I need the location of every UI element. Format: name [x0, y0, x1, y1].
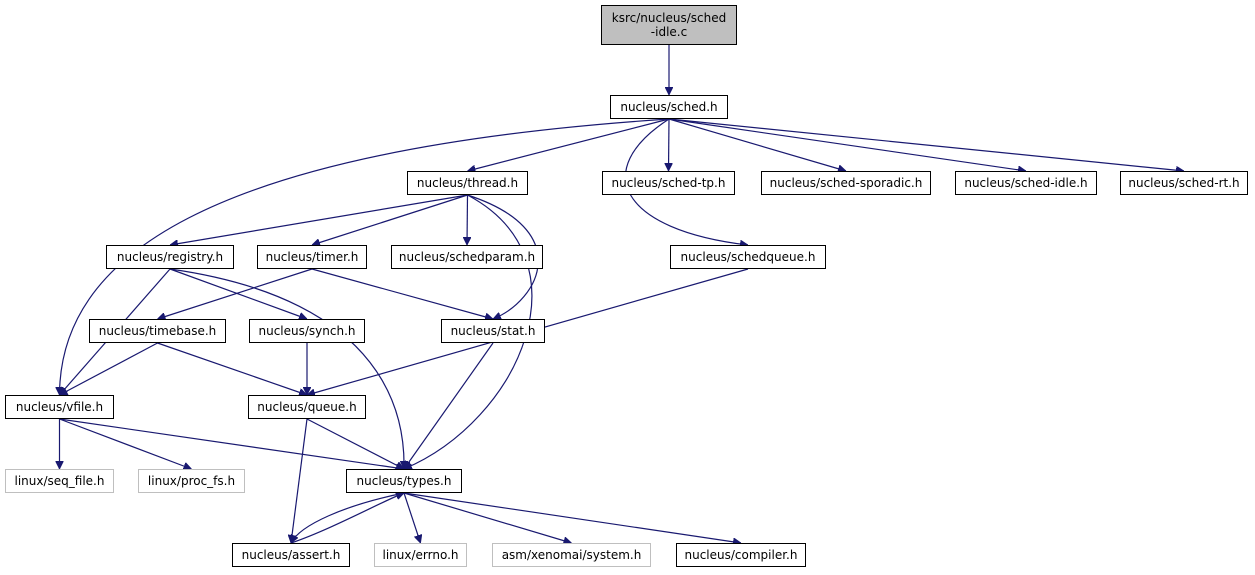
edge-registry_h-to-synch_h	[169, 268, 307, 319]
node-vfile-h[interactable]: nucleus/vfile.h	[5, 395, 114, 419]
root-label-line2: -idle.c	[650, 25, 688, 39]
node-registry-h[interactable]: nucleus/registry.h	[106, 245, 234, 269]
edge-stat_h-to-types_h	[404, 342, 494, 469]
node-sched-h[interactable]: nucleus/sched.h	[610, 95, 728, 119]
edge-queue_h-to-assert_h	[291, 418, 308, 543]
root-label-line1: ksrc/nucleus/sched	[611, 11, 727, 25]
edge-sched_h-to-sched_idle_h	[668, 118, 1026, 171]
node-linux-errno-h[interactable]: linux/errno.h	[374, 543, 467, 567]
edge-sched_h-to-vfile_h	[60, 118, 670, 395]
node-sched-idle-h[interactable]: nucleus/sched-idle.h	[955, 171, 1097, 195]
edge-vfile_h-to-types_h	[59, 418, 405, 469]
edge-sched_h-to-thread_h	[468, 118, 670, 171]
node-thread-h[interactable]: nucleus/thread.h	[407, 171, 528, 195]
node-queue-h[interactable]: nucleus/queue.h	[248, 395, 366, 419]
edge-queue_h-to-types_h	[306, 418, 404, 470]
edge-assert_h-to-types_h	[290, 493, 404, 544]
edge-types_h-to-assert_h	[290, 492, 405, 543]
edge-timer_h-to-timebase_h	[158, 268, 313, 319]
edge-thread_h-to-timer_h	[312, 194, 468, 245]
node-linux-seq-file-h[interactable]: linux/seq_file.h	[5, 469, 114, 493]
node-assert-h[interactable]: nucleus/assert.h	[232, 543, 350, 567]
node-sched-tp-h[interactable]: nucleus/sched-tp.h	[602, 171, 735, 195]
edge-types_h-to-errno_h	[403, 492, 421, 543]
edge-sched_h-to-sched_tp_h	[669, 118, 670, 171]
node-stat-h[interactable]: nucleus/stat.h	[441, 319, 545, 343]
edge-sched_h-to-schedqueue_h	[625, 118, 748, 245]
node-compiler-h[interactable]: nucleus/compiler.h	[676, 543, 806, 567]
node-asm-xenomai-system-h[interactable]: asm/xenomai/system.h	[492, 543, 651, 567]
node-timer-h[interactable]: nucleus/timer.h	[257, 245, 367, 269]
edge-thread_h-to-registry_h	[170, 194, 468, 245]
node-root-source-file[interactable]: ksrc/nucleus/sched -idle.c	[601, 5, 737, 45]
edge-timebase_h-to-vfile_h	[60, 342, 158, 396]
edge-registry_h-to-types_h	[169, 268, 404, 469]
edge-sched_h-to-sched_sporadic_h	[668, 118, 846, 171]
node-timebase-h[interactable]: nucleus/timebase.h	[89, 319, 226, 343]
node-synch-h[interactable]: nucleus/synch.h	[249, 319, 365, 343]
node-types-h[interactable]: nucleus/types.h	[346, 469, 462, 493]
node-schedparam-h[interactable]: nucleus/schedparam.h	[391, 245, 543, 269]
node-sched-sporadic-h[interactable]: nucleus/sched-sporadic.h	[761, 171, 931, 195]
edge-types_h-to-system_h	[403, 492, 572, 543]
node-schedqueue-h[interactable]: nucleus/schedqueue.h	[670, 245, 826, 269]
edge-types_h-to-compiler_h	[403, 492, 741, 543]
node-sched-rt-h[interactable]: nucleus/sched-rt.h	[1120, 171, 1248, 195]
edge-thread_h-to-schedparam_h	[467, 194, 468, 245]
edge-sched_h-to-sched_rt_h	[668, 118, 1184, 171]
edge-timebase_h-to-queue_h	[157, 342, 308, 395]
edge-timer_h-to-stat_h	[311, 268, 493, 319]
edge-vfile_h-to-proc_fs_h	[59, 418, 192, 469]
node-linux-proc-fs-h[interactable]: linux/proc_fs.h	[138, 469, 245, 493]
